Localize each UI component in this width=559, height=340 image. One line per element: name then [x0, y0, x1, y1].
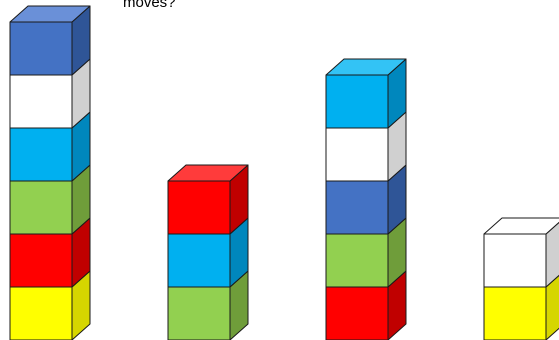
- green-block-front: [168, 287, 230, 340]
- cyan-block-front: [10, 128, 72, 181]
- cyan-block-front: [326, 75, 388, 128]
- cyan-block[interactable]: [326, 59, 406, 128]
- red-block-front: [326, 287, 388, 340]
- green-block-front: [10, 181, 72, 234]
- red-block-front: [168, 181, 230, 234]
- stack-3[interactable]: [326, 59, 406, 340]
- blue-block-front: [326, 181, 388, 234]
- blue-block-front: [10, 22, 72, 75]
- white-block-front: [326, 128, 388, 181]
- cyan-block-front: [168, 234, 230, 287]
- white-block[interactable]: [484, 218, 559, 287]
- white-block-top: [484, 218, 559, 234]
- red-block-front: [10, 234, 72, 287]
- white-block-front: [484, 234, 546, 287]
- stack-2[interactable]: [168, 165, 248, 340]
- green-block-front: [326, 234, 388, 287]
- blue-block[interactable]: [10, 6, 90, 75]
- stack-4[interactable]: [484, 218, 559, 340]
- yellow-block-front: [10, 287, 72, 340]
- red-block[interactable]: [168, 165, 248, 234]
- stack-1[interactable]: [10, 6, 90, 340]
- yellow-block-front: [484, 287, 546, 340]
- white-block-front: [10, 75, 72, 128]
